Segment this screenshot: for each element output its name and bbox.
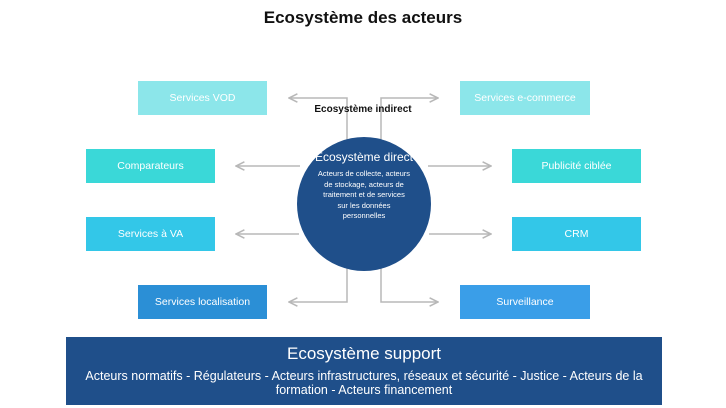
support-ecosystem-title: Ecosystème support	[286, 344, 441, 363]
direct-ecosystem-description: Acteurs de collecte, acteurs de stockage…	[317, 169, 411, 220]
box-services-localisation: Services localisation	[138, 285, 267, 319]
box-crm: CRM	[512, 217, 641, 251]
arrow-vod	[289, 98, 348, 140]
box-services-va: Services à VA	[86, 217, 215, 251]
arrow-ecommerce	[380, 98, 438, 140]
indirect-ecosystem-label: Ecosystème indirect	[314, 104, 412, 115]
direct-ecosystem-circle: Ecosystème direct Acteurs de collecte, a…	[297, 137, 431, 271]
support-ecosystem-description: Acteurs normatifs - Régulateurs - Acteur…	[85, 369, 643, 397]
direct-ecosystem-title: Ecosystème direct	[314, 150, 414, 164]
box-comparateurs: Comparateurs	[86, 149, 215, 183]
box-services-vod: Services VOD	[138, 81, 267, 115]
box-services-ecommerce: Services e-commerce	[460, 81, 590, 115]
box-publicite-ciblee: Publicité ciblée	[512, 149, 641, 183]
support-ecosystem-panel: Ecosystème support Acteurs normatifs - R…	[66, 337, 662, 405]
arrow-localisation	[289, 268, 348, 302]
box-surveillance: Surveillance	[460, 285, 590, 319]
arrow-surveillance	[380, 268, 438, 302]
diagram-title: Ecosystème des acteurs	[263, 8, 463, 27]
